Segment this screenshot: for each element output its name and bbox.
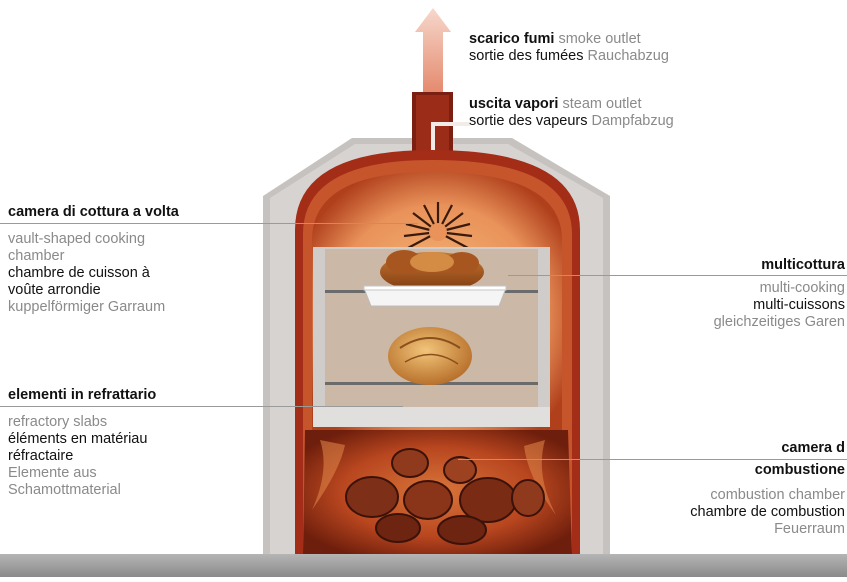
label-refractory: elementi in refrattario refractory slabs…	[8, 387, 156, 499]
vault-chamber-fr-2: voûte arrondie	[8, 282, 179, 299]
label-smoke-outlet: scarico fumi smoke outlet sortie des fum…	[469, 31, 669, 65]
combustion-de: Feuerraum	[690, 521, 845, 538]
refractory-en: refractory slabs	[8, 414, 156, 431]
refractory-fr-2: réfractaire	[8, 448, 156, 465]
refractory-de-1: Elemente aus	[8, 465, 156, 482]
baking-tray	[364, 288, 506, 306]
vault-chamber-en-1: vault-shaped cooking	[8, 231, 179, 248]
steam-outlet-de: Dampfabzug	[592, 113, 674, 129]
smoke-outlet-it: scarico fumi	[469, 31, 554, 47]
refractory-it: elementi in refrattario	[8, 387, 156, 404]
vault-chamber-de: kuppelförmiger Garraum	[8, 299, 179, 316]
vault-chamber-en-2: chamber	[8, 248, 179, 265]
combustion-it-2: combustione	[690, 462, 845, 479]
combustion-it-1: camera d	[690, 440, 845, 457]
multi-cooking-it: multicottura	[714, 257, 845, 274]
multi-cooking-de: gleichzeitiges Garen	[714, 314, 845, 331]
steam-outlet-it: uscita vapori	[469, 96, 558, 112]
vault-chamber-it: camera di cottura a volta	[8, 204, 179, 221]
smoke-outlet-en: smoke outlet	[558, 31, 640, 47]
ground	[0, 554, 847, 577]
label-multi-cooking: multicottura multi-cooking multi-cuisson…	[714, 257, 845, 331]
bread-loaf	[388, 327, 472, 385]
refractory-fr-1: éléments en matériau	[8, 431, 156, 448]
label-combustion-chamber: camera d combustione combustion chamber …	[690, 440, 845, 538]
vault-chamber-fr-1: chambre de cuisson à	[8, 265, 179, 282]
combustion-fr: chambre de combustion	[690, 504, 845, 521]
multi-cooking-en: multi-cooking	[714, 280, 845, 297]
refractory-slab	[313, 407, 550, 427]
smoke-outlet-fr: sortie des fumées	[469, 48, 583, 64]
label-vault-chamber: camera di cottura a volta vault-shaped c…	[8, 204, 179, 316]
refractory-de-2: Schamottmaterial	[8, 482, 156, 499]
steam-outlet-en: steam outlet	[562, 96, 641, 112]
combustion-en: combustion chamber	[690, 487, 845, 504]
steam-outlet-fr: sortie des vapeurs	[469, 113, 587, 129]
multi-cooking-fr: multi-cuissons	[714, 297, 845, 314]
smoke-outlet-de: Rauchabzug	[587, 48, 668, 64]
label-steam-outlet: uscita vapori steam outlet sortie des va…	[469, 96, 674, 130]
smoke-arrow	[415, 8, 451, 92]
